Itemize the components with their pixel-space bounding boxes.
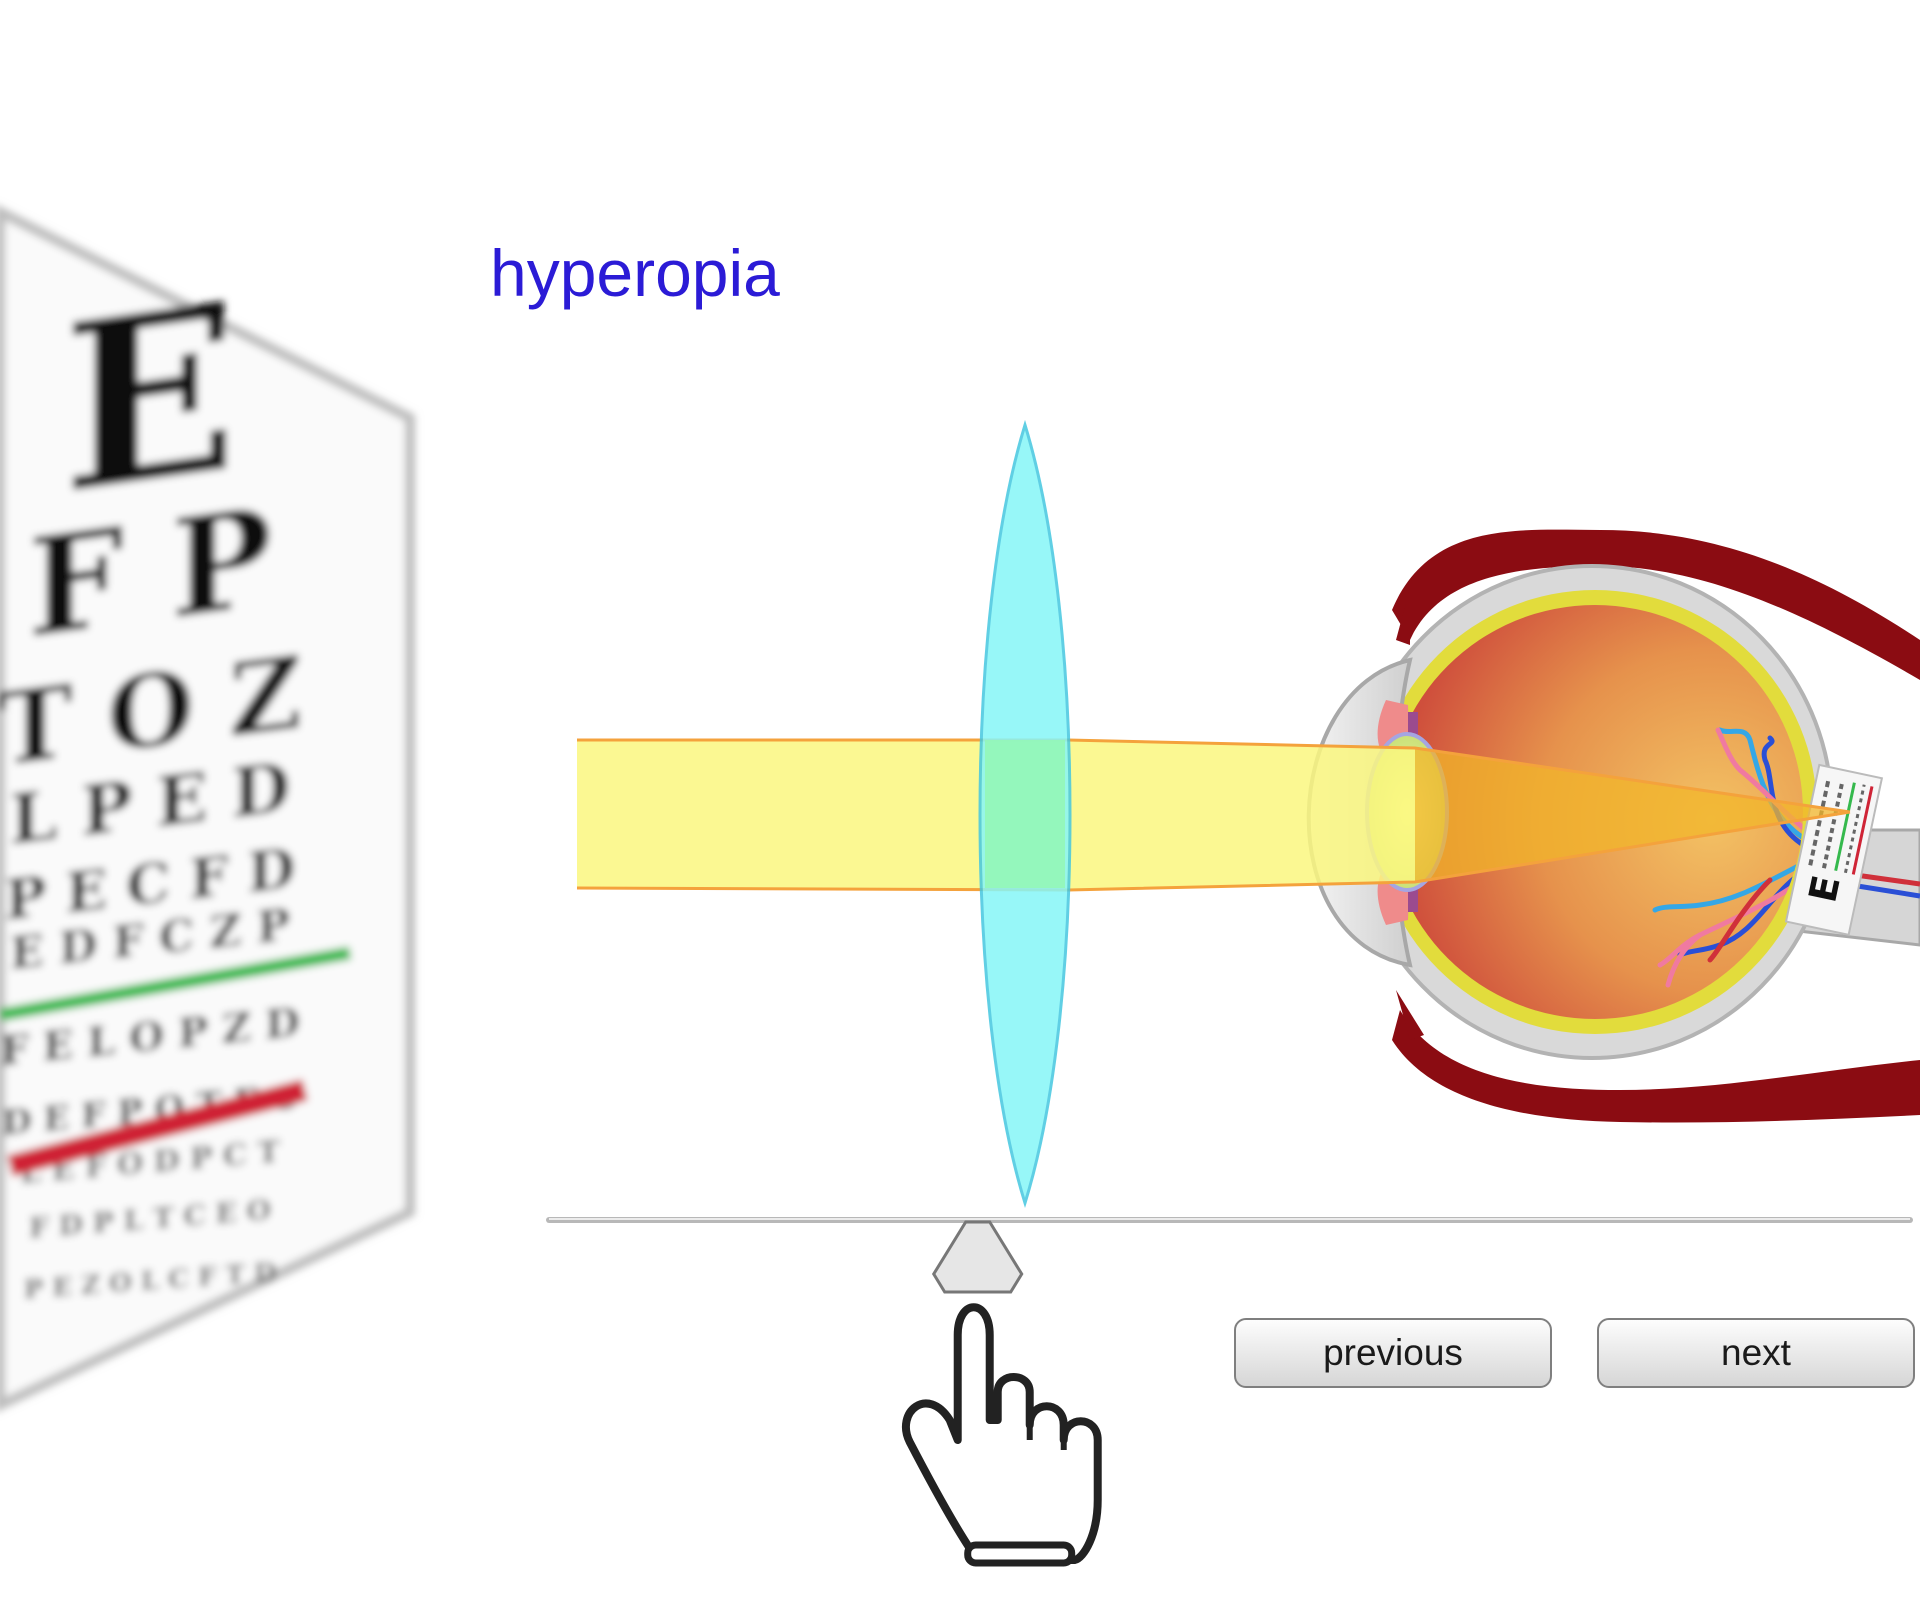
inferior-muscle [1392, 1010, 1920, 1123]
eye-chart-green-line [0, 946, 352, 1022]
eye-chart-row: F P [28, 477, 272, 668]
muscle-tip-bottom [1396, 990, 1424, 1040]
beam-converging [1415, 748, 1850, 882]
corrective-lens [978, 419, 1072, 1209]
retina-image-row [1843, 784, 1866, 874]
muscle-tip-top [1396, 588, 1410, 645]
retina-image-green-line [1834, 782, 1856, 872]
eye-chart-red-line [7, 1079, 308, 1177]
previous-button[interactable]: previous [1234, 1318, 1552, 1388]
next-button[interactable]: next [1597, 1318, 1915, 1388]
retina-image-row [1808, 776, 1831, 866]
eye-muscles [1392, 529, 1920, 1123]
pointing-hand-icon [901, 1303, 1102, 1567]
lens-position-slider[interactable] [546, 1217, 1913, 1294]
superior-muscle [1392, 529, 1920, 680]
page-title: hyperopia [490, 236, 780, 310]
eye-chart-board [0, 206, 415, 1411]
eye-chart-row: E [62, 251, 237, 546]
slider-thumb[interactable] [931, 1220, 1024, 1294]
retina-image-red-line [1851, 786, 1874, 875]
eye-chart: EF PT O ZL P E DP E C F DE D F C Z PF E … [0, 206, 415, 1411]
retina-image: E [1784, 763, 1884, 936]
beam-edges [576, 738, 1851, 892]
lens-beam-overlap [985, 740, 1065, 888]
